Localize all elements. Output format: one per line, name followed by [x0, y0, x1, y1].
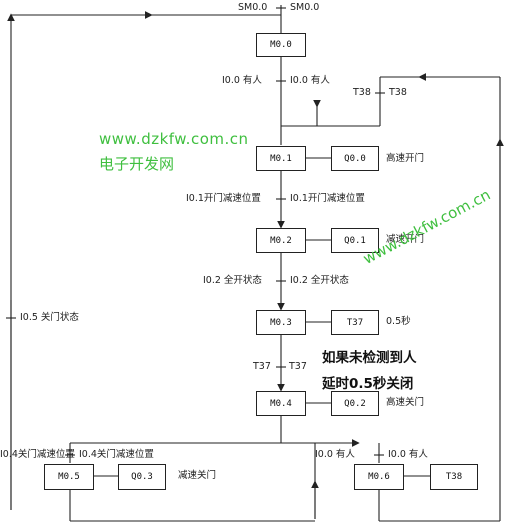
- action-desc-slow-close: 减速关门: [178, 470, 217, 481]
- step-m05: M0.5: [44, 464, 94, 490]
- transition-t38-left: T38: [353, 87, 371, 98]
- step-m02: M0.2: [256, 228, 306, 253]
- transition-t37-left: T37: [253, 361, 271, 372]
- action-t38: T38: [430, 464, 478, 490]
- transition-i00b-left: I0.0 有人: [315, 449, 355, 460]
- note-line-2: 延时0.5秒关闭: [322, 376, 414, 392]
- transition-i02-left: I0.2 全开状态: [203, 275, 262, 286]
- action-t37: T37: [331, 310, 379, 335]
- action-q02: Q0.2: [331, 391, 379, 416]
- action-desc-high-close: 高速关门: [386, 397, 425, 408]
- transition-sm00-left: SM0.0: [238, 2, 268, 13]
- action-q00: Q0.0: [331, 146, 379, 171]
- action-desc-high-open: 高速开门: [386, 153, 425, 164]
- transition-i00b-right: I0.0 有人: [388, 449, 428, 460]
- step-m01: M0.1: [256, 146, 306, 171]
- transition-i04-right: I0.4关门减速位置: [79, 449, 154, 460]
- step-m00: M0.0: [256, 33, 306, 57]
- transition-i05-right: I0.5 关门状态: [20, 312, 79, 323]
- watermark-name: 电子开发网: [99, 155, 175, 173]
- step-m06: M0.6: [354, 464, 404, 490]
- step-m04: M0.4: [256, 391, 306, 416]
- transition-i00-right: I0.0 有人: [290, 75, 330, 86]
- action-desc-slow-open: 减速开门: [386, 234, 425, 245]
- transition-i00-left: I0.0 有人: [222, 75, 262, 86]
- transition-i01-left: I0.1开门减速位置: [186, 193, 261, 204]
- transition-i01-right: I0.1开门减速位置: [290, 193, 365, 204]
- action-q03: Q0.3: [118, 464, 166, 490]
- transition-sm00-right: SM0.0: [290, 2, 320, 13]
- transition-t37-right: T37: [289, 361, 307, 372]
- step-m03: M0.3: [256, 310, 306, 335]
- transition-i02-right: I0.2 全开状态: [290, 275, 349, 286]
- watermark-url-1: www.dzkfw.com.cn: [99, 130, 249, 148]
- note-line-1: 如果未检测到人: [322, 350, 417, 366]
- action-q01: Q0.1: [331, 228, 379, 253]
- transition-i04-left: I0.4关门减速位置: [0, 449, 75, 460]
- transition-t38-right: T38: [389, 87, 407, 98]
- action-desc-delay: 0.5秒: [386, 316, 411, 327]
